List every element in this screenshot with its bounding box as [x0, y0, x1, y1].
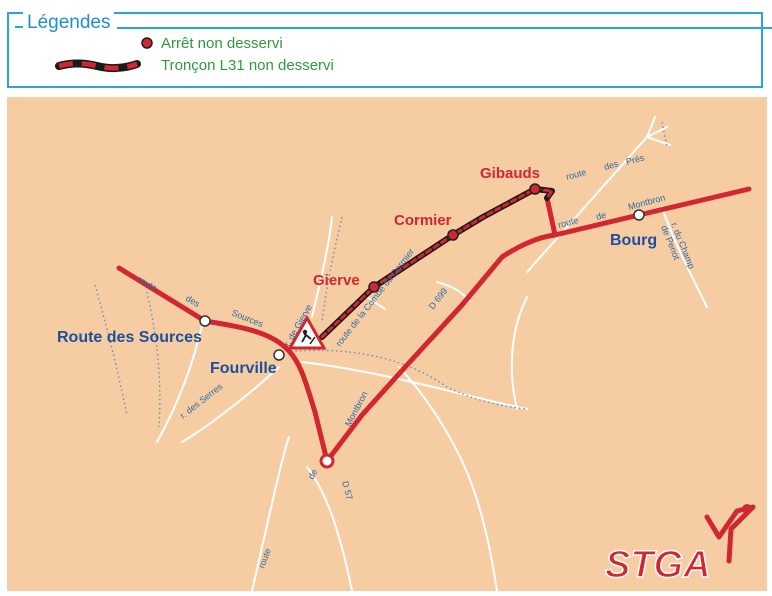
bus-route: [116, 186, 752, 464]
legend-box: Légendes Arrêt non desservi Tronçon L31 …: [7, 12, 772, 88]
served-stops: [199, 209, 645, 469]
stop-marker-icon: [141, 37, 153, 49]
map-canvas[interactable]: Gierve Cormier Gibauds Route des Sources…: [7, 97, 767, 592]
stop-gierve[interactable]: [368, 281, 380, 293]
street-route-pres-3: Prés: [625, 152, 646, 167]
stop-junction[interactable]: [319, 453, 335, 469]
legend-title: Légendes: [23, 12, 115, 34]
legend-graphics: Arrêt non desservi Tronçon L31 non desse…: [55, 35, 334, 74]
stop-cormier[interactable]: [447, 229, 459, 241]
label-gierve: Gierve: [313, 272, 360, 289]
roadwork-sign-icon: [287, 314, 327, 350]
road-d57: D 57: [340, 480, 355, 501]
stop-gibauds[interactable]: [529, 183, 541, 195]
stop-route-des-sources[interactable]: [199, 315, 211, 327]
map[interactable]: Gierve Cormier Gibauds Route des Sources…: [7, 97, 767, 592]
label-bourg: Bourg: [610, 232, 657, 249]
unserved-stops: [368, 183, 541, 293]
legend-frame-tick: [15, 26, 23, 28]
stop-fourville[interactable]: [273, 349, 285, 361]
label-fourville: Fourville: [210, 360, 277, 377]
footpaths: [94, 121, 668, 428]
legend-stop-label: Arrêt non desservi: [161, 35, 283, 52]
map-background: [7, 97, 767, 591]
legend-frame-top: [117, 27, 772, 29]
stga-logo: STGA: [604, 504, 756, 587]
stga-logo-text: STGA: [605, 544, 711, 586]
stop-bourg[interactable]: [633, 209, 645, 221]
street-de-south: de: [306, 467, 320, 481]
street-network: [156, 116, 708, 592]
label-cormier: Cormier: [394, 212, 452, 229]
street-route-pres-2: des: [603, 158, 620, 172]
street-montbron-2: de: [595, 210, 607, 222]
label-gibauds: Gibauds: [480, 165, 540, 182]
legend-segment-label: Tronçon L31 non desservi: [161, 57, 334, 74]
label-route-des-sources: Route des Sources: [57, 329, 202, 346]
